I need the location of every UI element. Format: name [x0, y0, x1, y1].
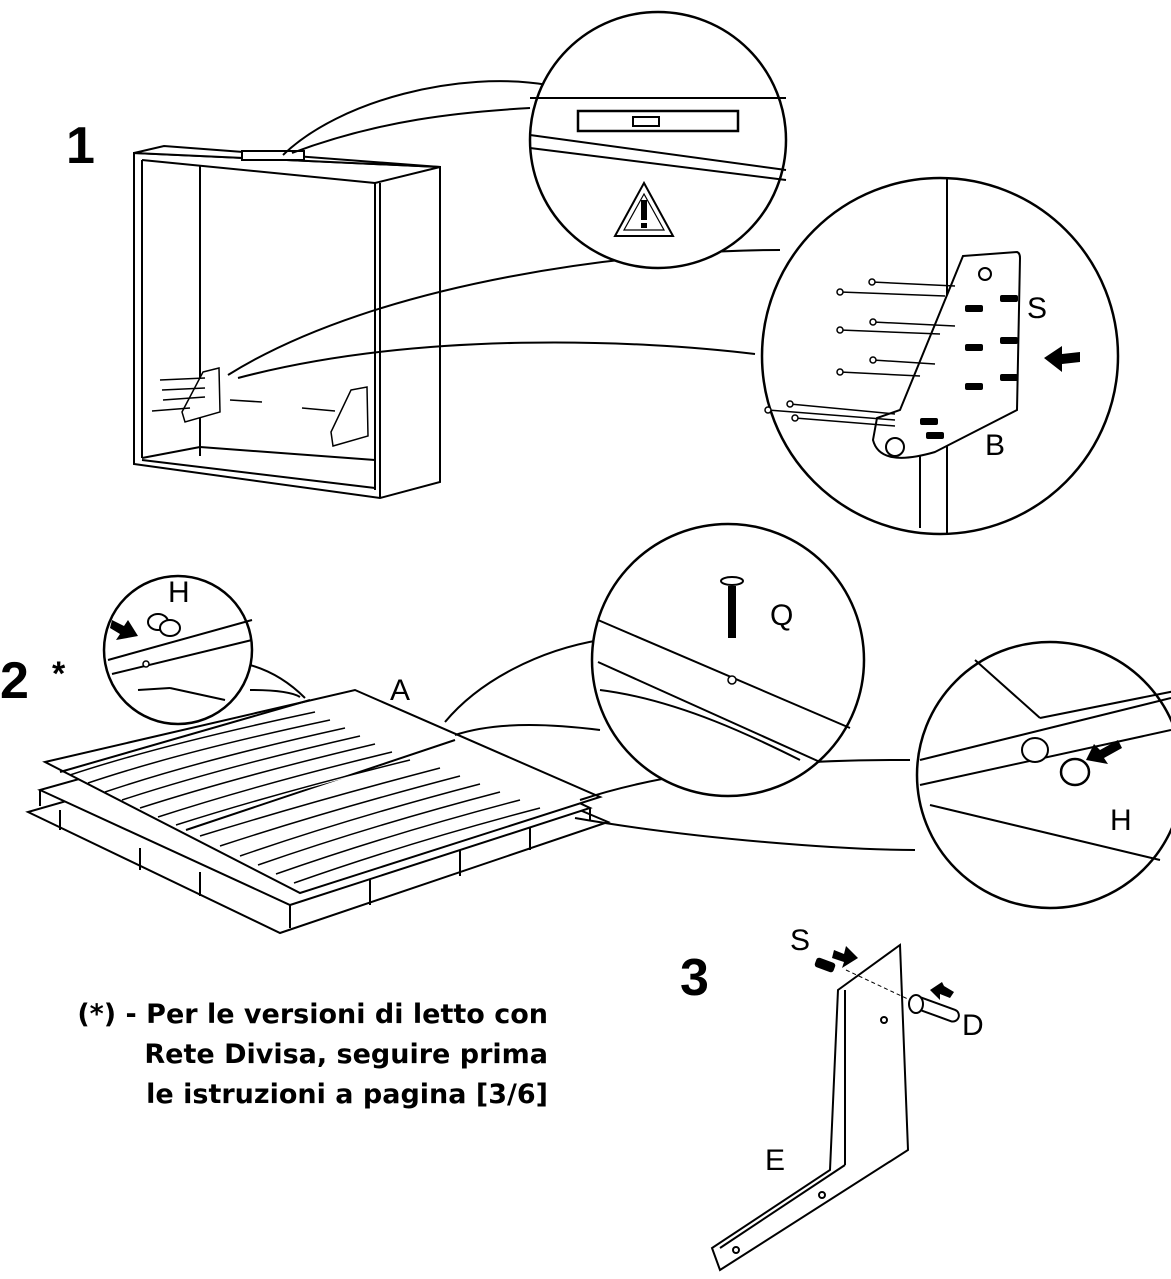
step1-number: 1 [66, 117, 95, 175]
arrow-icon [930, 982, 954, 1000]
step1: 1 [66, 10, 1120, 536]
warning-triangle-icon [613, 180, 675, 237]
cabinet [133, 144, 441, 500]
split-mesh-note: (*) - Per le versioni di letto con Rete … [0, 995, 548, 1115]
label-h-right: H [1110, 804, 1132, 837]
step2: 2 * [0, 522, 1171, 935]
right-bracket-small [301, 386, 369, 447]
label-h-left: H [168, 576, 190, 609]
zoom-connectors-step1 [227, 80, 781, 379]
arrow-icon [1086, 740, 1122, 764]
leg-part [710, 943, 910, 1272]
arrow-icon [110, 620, 138, 640]
arrow-left-icon [1044, 346, 1080, 372]
screw-s [814, 957, 836, 973]
level-tool [241, 150, 305, 161]
step2-asterisk: * [52, 655, 66, 693]
left-bracket-small [151, 367, 263, 423]
label-e: E [765, 1144, 785, 1177]
level-zoom-circle [528, 10, 788, 270]
pin-d [908, 994, 960, 1023]
label-b-step1: B [985, 429, 1005, 462]
label-s-step1: S [1027, 292, 1047, 325]
slats [69, 711, 541, 884]
step3-number: 3 [680, 949, 709, 1007]
note-line-3: le istruzioni a pagina [3/6] [146, 1079, 548, 1110]
label-a: A [390, 674, 410, 707]
label-s-step3: S [790, 924, 810, 957]
dowel-zoom-circle-left: H [102, 574, 254, 726]
label-d: D [962, 1009, 984, 1042]
label-q: Q [770, 599, 793, 632]
step2-number: 2 [0, 652, 29, 710]
bed-frame [25, 688, 611, 935]
bracket-zoom-circle: S B [760, 176, 1120, 536]
step3: 3 S D E [680, 924, 984, 1272]
bolt-zoom-circle: Q [590, 522, 866, 798]
note-line-1: (*) - Per le versioni di letto con [77, 999, 548, 1030]
arrow-icon [832, 946, 858, 968]
note-line-2: Rete Divisa, seguire prima [144, 1039, 548, 1070]
dowel-zoom-circle-right: H [915, 640, 1171, 910]
